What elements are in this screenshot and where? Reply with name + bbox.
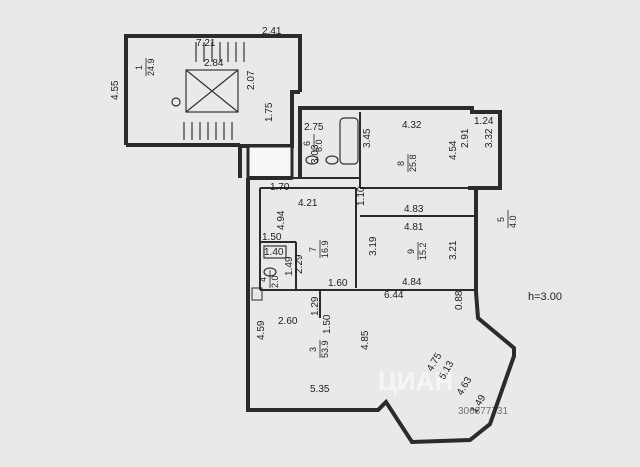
dimension-label: 1.70 [270, 182, 290, 193]
room-number: 4 [258, 277, 268, 282]
room-area: 24.9 [146, 58, 156, 76]
dimension-label: 5.35 [310, 384, 330, 395]
apartment-walls [246, 106, 516, 445]
room-area: 16.9 [320, 240, 330, 258]
dimension-label: 3.19 [368, 236, 379, 256]
dimension-label: 4.32 [402, 120, 422, 131]
dimension-label: 4.84 [402, 277, 422, 288]
room-number: 1 [134, 65, 144, 70]
room-area: 53.9 [320, 340, 330, 358]
dimension-label: 1.50 [262, 232, 282, 243]
room-area: 15.2 [418, 242, 428, 260]
stair-treads [183, 42, 245, 140]
room-area: 2.0 [270, 275, 280, 288]
dimension-label: 4.81 [404, 222, 424, 233]
watermark: ЦИАН [378, 366, 453, 396]
dimension-label: 4.83 [404, 204, 424, 215]
dimension-label: 1.75 [264, 102, 275, 122]
interior-walls [259, 112, 476, 318]
room-number: 8 [396, 161, 406, 166]
dimension-label: 2.07 [246, 70, 257, 90]
window [251, 287, 263, 301]
dimension-label: 3.45 [362, 128, 373, 148]
dimension-label: 1.29 [310, 296, 321, 316]
dimension-label: 4.85 [360, 330, 371, 350]
stairwell [124, 34, 302, 178]
room-area: 6.0 [314, 139, 324, 152]
dimension-label: 6.44 [384, 290, 404, 301]
room-number: 5 [496, 217, 506, 222]
room-number: 6 [302, 141, 312, 146]
dimension-label: 7.21 [196, 38, 216, 49]
watermark-id: 306877731 [458, 406, 508, 417]
dimension-label: 1.49 [284, 256, 295, 276]
dimension-label: 4.59 [256, 320, 267, 340]
dimension-label: 2.75 [304, 122, 324, 133]
dimension-label: 3.03 [310, 144, 321, 164]
dimension-label: 1.24 [474, 116, 494, 127]
dimension-label: 4.55 [110, 80, 121, 100]
dimension-label: 2.91 [460, 128, 471, 148]
ventilation-shaft [246, 144, 294, 180]
dimension-label: 1.40 [264, 247, 284, 258]
dimension-label: 4.94 [276, 210, 287, 230]
dimension-label: 1.60 [328, 278, 348, 289]
dimension-label: 0.88 [454, 290, 465, 310]
room-area: 4.0 [508, 215, 518, 228]
dimension-label: 2.41 [262, 26, 282, 37]
dimension-label: 3.21 [448, 240, 459, 260]
room-number: 9 [406, 249, 416, 254]
dimension-label: 3.32 [484, 128, 495, 148]
dimension-label: 2.29 [294, 254, 305, 274]
dimension-label: 1.10 [356, 186, 367, 206]
dimension-label: 1.50 [322, 314, 333, 334]
room-number: 3 [308, 347, 318, 352]
dimension-label: 2.60 [278, 316, 298, 327]
room-number: 7 [308, 247, 318, 252]
ceiling-height-label: h=3.00 [528, 291, 562, 303]
dimension-label: 4.54 [448, 140, 459, 160]
dimension-label: 4.21 [298, 198, 318, 209]
room-area: 25.8 [408, 154, 418, 172]
dimension-label: 2.84 [204, 58, 224, 69]
